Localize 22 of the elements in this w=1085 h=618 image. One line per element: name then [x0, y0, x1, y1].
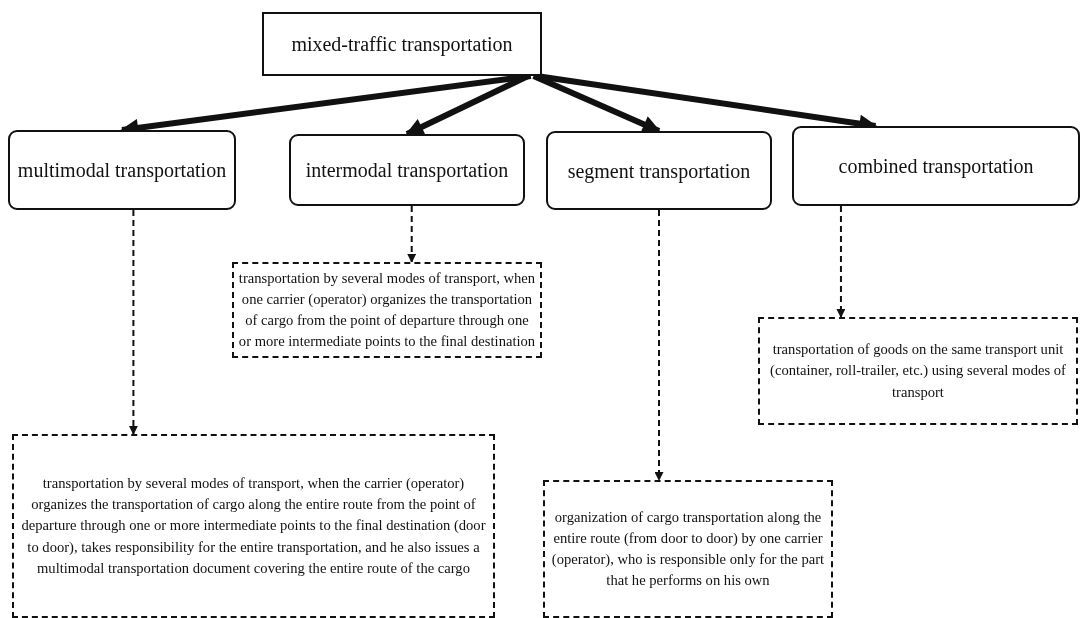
box-label: intermodal transportation	[305, 158, 509, 182]
description-text: transportation of goods on the same transport unit (container, roll-trailer, etc.) using several modes of transport	[769, 340, 1067, 402]
dashed-note-box	[758, 317, 1078, 425]
process-box	[8, 130, 236, 210]
description-text: transportation by several modes of transport, when the carrier (operator) organizes the transportation of cargo along the entire route from the point of departure through one or more intermediate points to the final destination (door to door), takes responsibility for the entire transportation, and he also issues a multimodal transportation document covering the entire route of the cargo	[20, 474, 487, 578]
box-label: multimodal transportation	[17, 158, 227, 182]
process-box	[289, 134, 525, 206]
box-label: mixed-traffic transportation	[291, 32, 513, 56]
process-box	[792, 126, 1080, 206]
dashed-note-box	[12, 434, 495, 618]
dashed-note-box	[232, 262, 542, 358]
arrow	[654, 209, 664, 481]
box-label: segment transportation	[567, 158, 751, 183]
arrow	[128, 209, 138, 435]
process-box	[546, 131, 772, 210]
dashed-note-box	[543, 480, 833, 618]
box-label: combined transportation	[838, 154, 1034, 178]
arrow	[836, 205, 846, 318]
description-text: transportation by several modes of transport, when one carrier (operator) organizes the transportation of cargo from the point of departure through one or more intermediate points to the final destination	[238, 268, 536, 352]
arrow	[407, 205, 417, 263]
description-text: organization of cargo transportation along the entire route (from door to door) by one carrier (operator), who is responsible only for the part that he performs on his own	[550, 507, 826, 591]
process-box	[262, 12, 542, 76]
